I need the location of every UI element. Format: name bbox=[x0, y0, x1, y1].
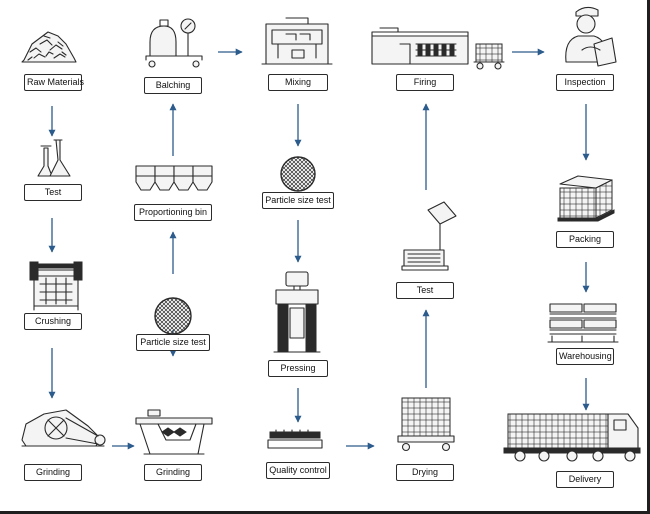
stacked-pallets-icon bbox=[547, 303, 619, 343]
label-balching: Balching bbox=[144, 77, 202, 94]
weighing-hopper-icon bbox=[145, 18, 203, 68]
platform-scale-icon bbox=[401, 201, 457, 271]
label-test-1: Test bbox=[24, 184, 82, 201]
hydraulic-press-icon bbox=[273, 271, 321, 353]
ball-mill-icon bbox=[21, 409, 106, 447]
flow-arrows bbox=[48, 48, 590, 450]
label-packing: Packing bbox=[556, 231, 614, 248]
mixer-machine-icon bbox=[261, 17, 333, 65]
sieve-mesh-icon bbox=[280, 156, 316, 192]
vibrating-screen-icon bbox=[135, 409, 213, 455]
inspector-icon bbox=[565, 6, 617, 67]
hopper-bins-icon bbox=[135, 165, 213, 191]
label-mixing: Mixing bbox=[268, 74, 328, 91]
label-quality-control: Quality control bbox=[266, 462, 330, 479]
pallet-stack-icon bbox=[557, 175, 615, 222]
label-pressing: Pressing bbox=[268, 360, 328, 377]
flask-icon bbox=[37, 139, 71, 177]
stone-pile-icon bbox=[21, 31, 77, 63]
label-particle-size-test-2: Particle size test bbox=[262, 192, 334, 209]
label-test-2: Test bbox=[396, 282, 454, 299]
label-particle-size-test-1: Particle size test bbox=[136, 334, 210, 351]
label-delivery: Delivery bbox=[556, 471, 614, 488]
label-warehousing: Warehousing bbox=[556, 348, 614, 365]
truck-icon bbox=[503, 413, 641, 462]
label-raw-materials: Raw Materials bbox=[24, 74, 84, 91]
label-grinding-1: Grinding bbox=[24, 464, 82, 481]
label-proportioning-bin: Proportioning bin bbox=[134, 204, 212, 221]
sieve-mesh-icon bbox=[154, 297, 192, 335]
label-drying: Drying bbox=[396, 464, 454, 481]
label-crushing: Crushing bbox=[24, 313, 82, 330]
label-grinding-2: Grinding bbox=[144, 464, 202, 481]
label-firing: Firing bbox=[396, 74, 454, 91]
conveyor-tray-icon bbox=[267, 429, 323, 449]
kiln-icon bbox=[371, 27, 505, 70]
label-inspection: Inspection bbox=[556, 74, 614, 91]
jaw-crusher-icon bbox=[29, 261, 83, 311]
dryer-cart-icon bbox=[397, 397, 455, 452]
